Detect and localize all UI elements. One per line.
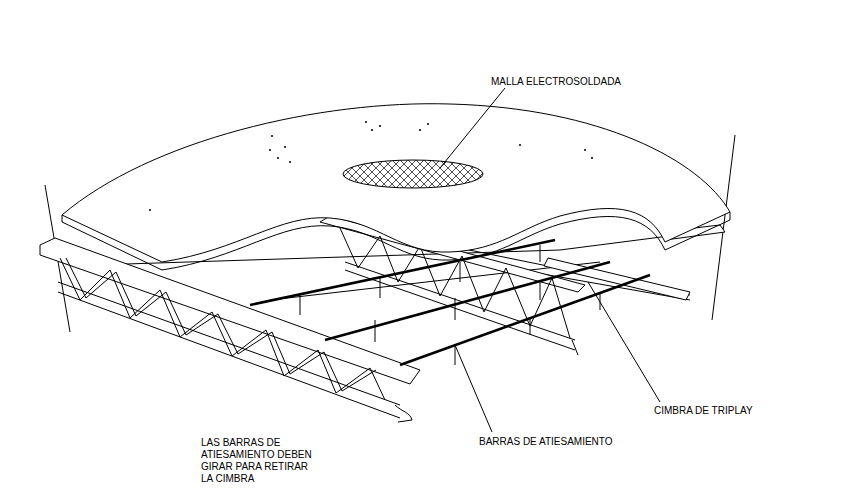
callout-label: MALLA ELECTROSOLDADA [490,76,662,88]
note-text: LAS BARRAS DE ATIESAMIENTO DEBEN GIRAR P… [200,437,318,485]
callout-label: CIMBRA DE TRIPLAY [653,405,795,417]
callout-label: BARRAS DE ATIESAMIENTO [478,436,650,448]
